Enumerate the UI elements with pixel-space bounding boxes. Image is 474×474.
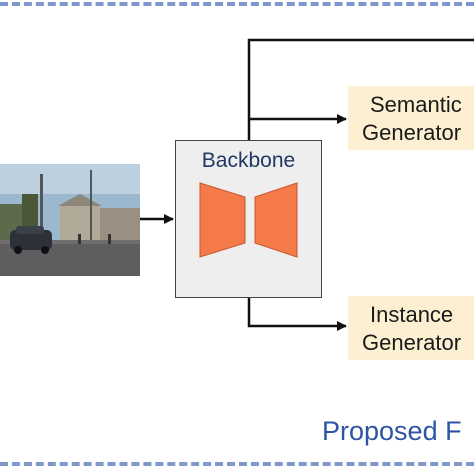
- instance-generator-box: Instance Generator: [348, 296, 474, 360]
- frame-bottom-border: [0, 462, 474, 466]
- backbone-title: Backbone: [201, 149, 296, 172]
- instance-arrow: [247, 298, 347, 331]
- backbone-box: Backbone: [175, 140, 322, 298]
- frame-top-border: [0, 2, 474, 6]
- instance-generator-line2: Generator: [362, 330, 462, 355]
- semantic-generator-line1: Semantic: [370, 92, 462, 117]
- input-street-image: [0, 164, 140, 276]
- encoder-decoder-icon: [199, 182, 298, 258]
- instance-generator-line1: Instance: [370, 302, 454, 327]
- semantic-generator-box: Semantic Generator: [348, 86, 474, 150]
- top-branch-line: [247, 38, 474, 140]
- caption-text: Proposed F: [322, 416, 462, 446]
- semantic-generator-line2: Generator: [362, 120, 462, 145]
